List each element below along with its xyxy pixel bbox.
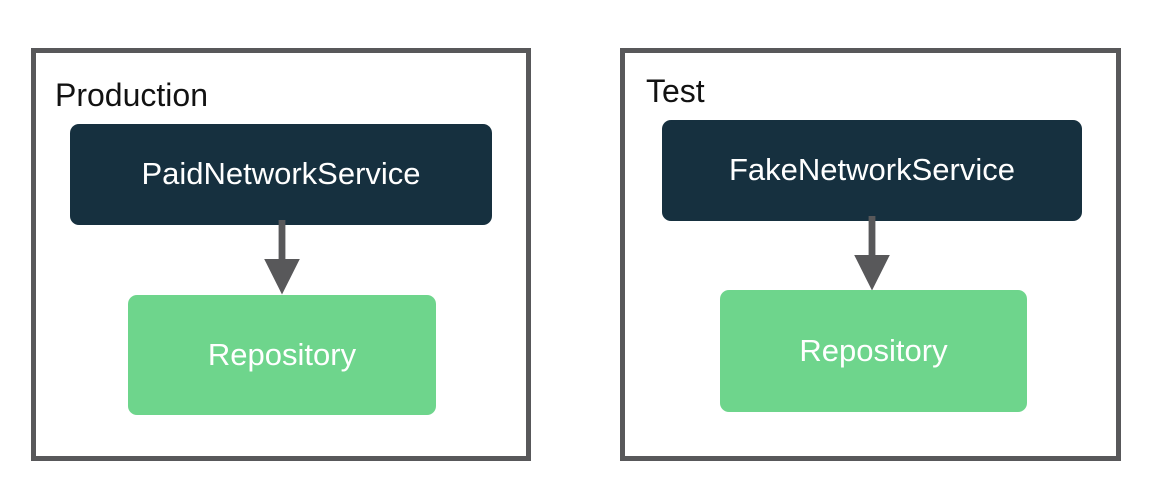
arrow-fake-to-repository: [851, 216, 893, 292]
environment-label-production: Production: [55, 77, 208, 113]
node-fake-network-service[interactable]: FakeNetworkService: [662, 120, 1082, 221]
arrow-paid-to-repository: [261, 220, 303, 296]
node-repository-test[interactable]: Repository: [720, 290, 1027, 412]
node-repository-production[interactable]: Repository: [128, 295, 436, 415]
environment-label-test: Test: [646, 73, 705, 109]
node-paid-network-service[interactable]: PaidNetworkService: [70, 124, 492, 225]
node-label-paid-network-service: PaidNetworkService: [141, 155, 421, 191]
node-label-repository-production: Repository: [207, 337, 357, 372]
node-label-fake-network-service: FakeNetworkService: [729, 151, 1015, 187]
node-label-repository-test: Repository: [799, 333, 948, 368]
